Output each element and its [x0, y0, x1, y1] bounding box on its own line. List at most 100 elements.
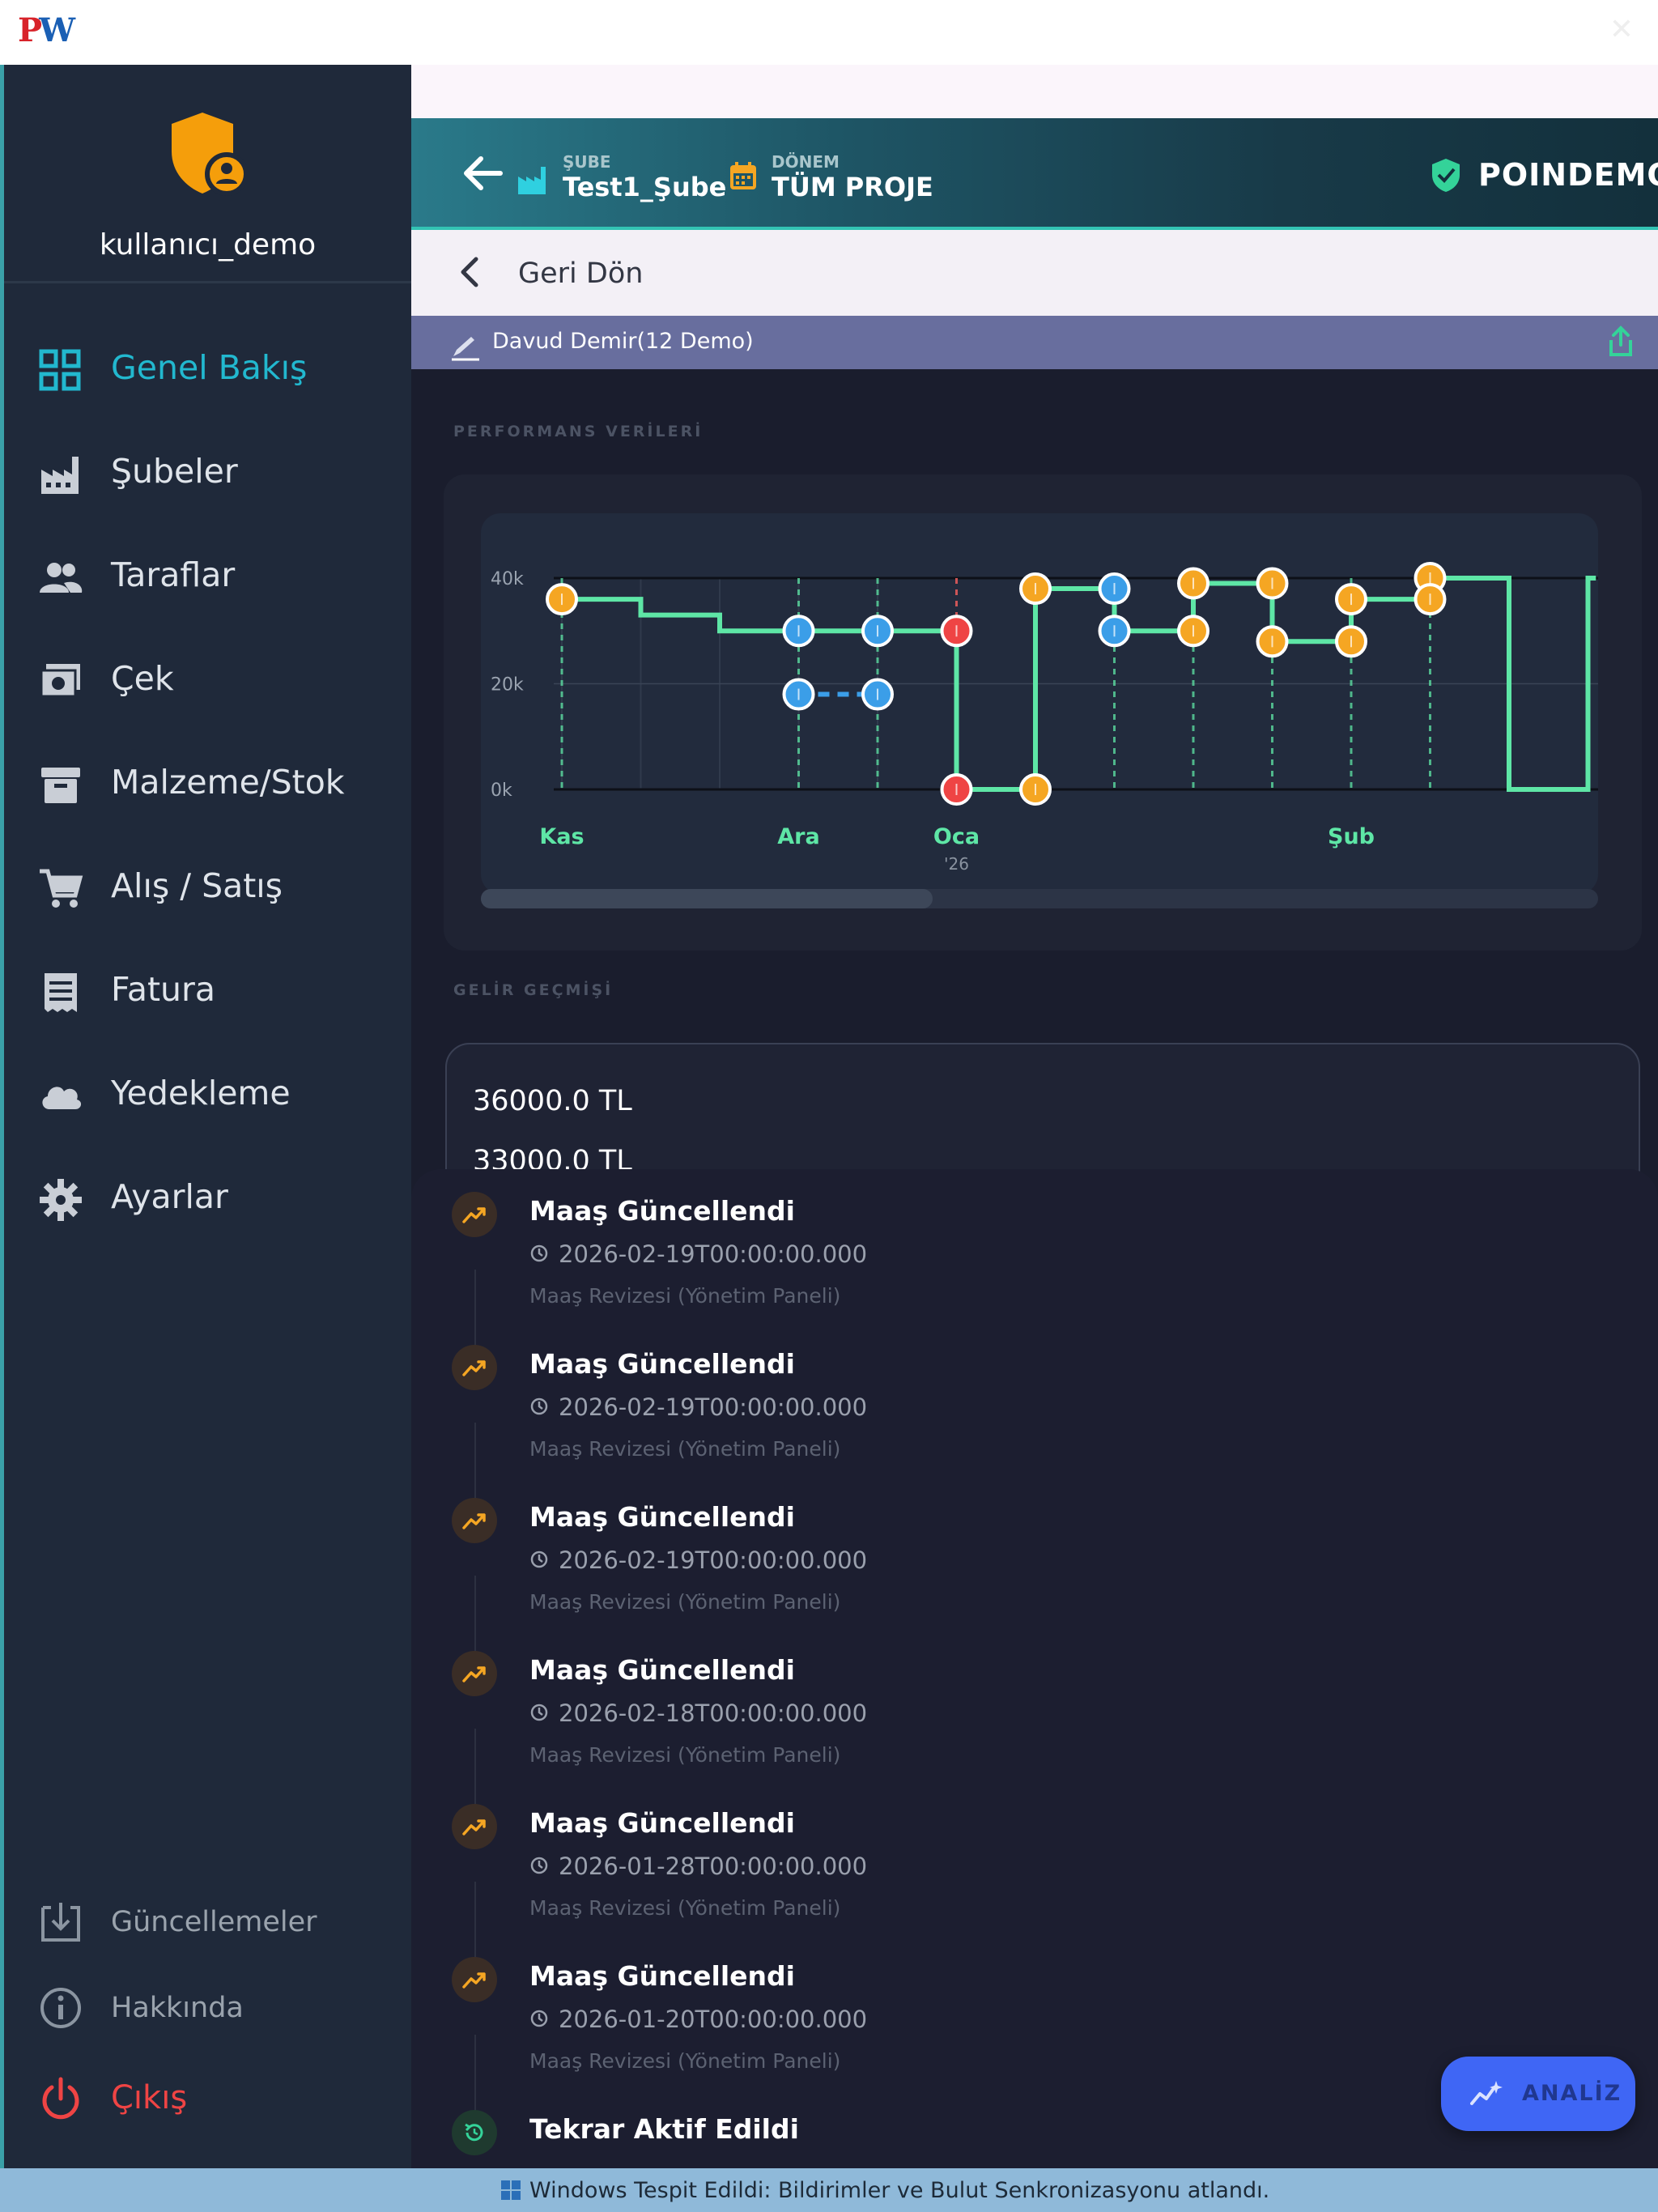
x-tick-label: Kas: [539, 824, 584, 849]
sidebar-item-updates[interactable]: Güncellemeler: [4, 1885, 411, 1958]
timeline-item[interactable]: Maaş Güncellendi 2026-02-19T00:00:00.000…: [411, 1322, 1658, 1474]
back-label: Geri Dön: [518, 257, 644, 290]
branch-caption: ŞUBE: [563, 152, 611, 172]
sidebar-item-overview[interactable]: Genel Bakış: [4, 316, 411, 419]
sidebar-item-about[interactable]: Hakkında: [4, 1971, 411, 2044]
shield-user-icon: [172, 113, 248, 196]
timeline-source: Maaş Revizesi (Yönetim Paneli): [529, 2049, 841, 2073]
pencil-icon[interactable]: [450, 334, 481, 361]
timeline-date: 2026-02-19T00:00:00.000: [559, 1240, 868, 1268]
timeline-title: Maaş Güncellendi: [529, 1960, 795, 1992]
x-tick-label: Oca: [933, 824, 980, 849]
sidebar-item-inventory[interactable]: Malzeme/Stok: [4, 730, 411, 834]
sidebar-item-label: Ayarlar: [111, 1177, 228, 1216]
info-icon: [40, 1988, 81, 2028]
sidebar-item-label: Çek: [111, 659, 174, 698]
windows-icon: [501, 2180, 521, 2200]
chart-scrollbar-thumb[interactable]: [481, 889, 933, 908]
timeline-connector: [474, 1576, 476, 1666]
timeline-title: Tekrar Aktif Edildi: [529, 2113, 799, 2145]
sidebar-divider: [4, 281, 411, 283]
people-icon: [40, 563, 83, 593]
chart-series-line: [562, 576, 1596, 792]
clock-icon: [530, 1857, 548, 1874]
y-tick-label: 0k: [491, 781, 512, 801]
dashboard-grid-icon: [39, 349, 81, 391]
window-title-bar: PW ✕: [0, 0, 1658, 65]
sidebar-item-settings[interactable]: Ayarlar: [4, 1145, 411, 1249]
chevron-left-icon: [461, 257, 478, 287]
x-tick-sublabel: '26: [944, 854, 969, 874]
sidebar-item-label: Taraflar: [111, 555, 236, 594]
window-close-button[interactable]: ✕: [1609, 13, 1634, 46]
sidebar-item-label: Güncellemeler: [111, 1906, 317, 1938]
brand-name: POINDEMO: [1478, 157, 1658, 193]
sidebar-item-parties[interactable]: Taraflar: [4, 523, 411, 627]
cloud-icon: [42, 1087, 82, 1109]
y-tick-label: 40k: [491, 569, 524, 589]
y-tick-label: 20k: [491, 675, 524, 696]
period-caption: DÖNEM: [772, 152, 840, 172]
clock-icon: [530, 1704, 548, 1721]
timeline-date: 2026-02-18T00:00:00.000: [559, 1699, 868, 1727]
timeline-badge: [452, 1957, 497, 2002]
employee-name: Davud Demir(12 Demo): [492, 329, 754, 354]
trending-up-icon: [462, 1360, 486, 1376]
timeline-source: Maaş Revizesi (Yönetim Paneli): [529, 1437, 841, 1461]
power-icon: [42, 2077, 79, 2120]
sidebar-item-label: Fatura: [111, 970, 215, 1009]
download-box-icon: [41, 1903, 80, 1942]
timeline-title: Maaş Güncellendi: [529, 1195, 795, 1227]
receipt-icon: [45, 973, 77, 1012]
sidebar-item-branches[interactable]: Şubeler: [4, 419, 411, 523]
income-section-title: GELİR GEÇMİŞİ: [453, 981, 614, 999]
sidebar-item-checks[interactable]: Çek: [4, 627, 411, 730]
trending-up-icon: [462, 1972, 486, 1989]
timeline-date: 2026-01-20T00:00:00.000: [559, 2006, 868, 2033]
sidebar-item-label: Şubeler: [111, 452, 238, 491]
timeline-source: Maaş Revizesi (Yönetim Paneli): [529, 1743, 841, 1767]
archive-box-icon: [41, 768, 80, 803]
sidebar-item-backup[interactable]: Yedekleme: [4, 1041, 411, 1145]
income-row: 36000.0 TL: [473, 1085, 632, 1117]
clock-icon: [530, 2010, 548, 2027]
share-icon[interactable]: [1606, 325, 1635, 358]
app-logo: PW: [18, 11, 75, 49]
timeline-item[interactable]: Maaş Güncellendi 2026-02-19T00:00:00.000…: [411, 1169, 1658, 1321]
branch-selector[interactable]: Test1_Şube: [563, 172, 727, 202]
timeline-connector: [474, 1270, 476, 1360]
sidebar-item-exit[interactable]: Çıkış: [4, 2061, 411, 2134]
analysis-button[interactable]: ANALİZ: [1441, 2057, 1635, 2131]
sidebar-item-label: Genel Bakış: [111, 348, 308, 387]
clock-icon: [530, 1244, 548, 1262]
top-strip: [411, 65, 1658, 118]
timeline-item[interactable]: Maaş Güncellendi 2026-02-18T00:00:00.000…: [411, 1628, 1658, 1780]
timeline-item[interactable]: Maaş Güncellendi 2026-01-20T00:00:00.000…: [411, 1934, 1658, 2087]
timeline-source: Maaş Revizesi (Yönetim Paneli): [529, 1896, 841, 1920]
x-tick-label: Ara: [777, 824, 819, 849]
timeline-item[interactable]: Tekrar Aktif Edildi: [411, 2087, 1658, 2168]
back-bar[interactable]: Geri Dön: [411, 230, 1658, 316]
period-selector[interactable]: TÜM PROJE: [772, 172, 933, 202]
sidebar-item-invoice[interactable]: Fatura: [4, 938, 411, 1041]
timeline-item[interactable]: Maaş Güncellendi 2026-01-28T00:00:00.000…: [411, 1781, 1658, 1933]
profile-username: kullanıcı_demo: [99, 228, 317, 262]
timeline-title: Maaş Güncellendi: [529, 1807, 795, 1839]
timeline-connector: [474, 1423, 476, 1513]
timeline-item[interactable]: Maaş Güncellendi 2026-02-19T00:00:00.000…: [411, 1475, 1658, 1627]
timeline-source: Maaş Revizesi (Yönetim Paneli): [529, 1590, 841, 1614]
status-bar: Windows Tespit Edildi: Bildirimler ve Bu…: [0, 2168, 1658, 2212]
calendar-icon: [730, 162, 756, 189]
trending-up-icon: [462, 1207, 486, 1223]
timeline-title: Maaş Güncellendi: [529, 1654, 795, 1686]
timeline-badge: [452, 2110, 497, 2155]
trending-up-icon: [462, 1513, 486, 1529]
sidebar-item-purchase-sale[interactable]: Alış / Satış: [4, 834, 411, 938]
sidebar-item-label: Çıkış: [111, 2079, 188, 2116]
employee-bar: Davud Demir(12 Demo): [411, 316, 1658, 369]
sidebar-item-label: Hakkında: [111, 1992, 244, 2024]
trending-up-icon: [462, 1666, 486, 1682]
arrow-left-icon[interactable]: [460, 151, 505, 196]
analytics-icon: [1470, 2081, 1503, 2105]
